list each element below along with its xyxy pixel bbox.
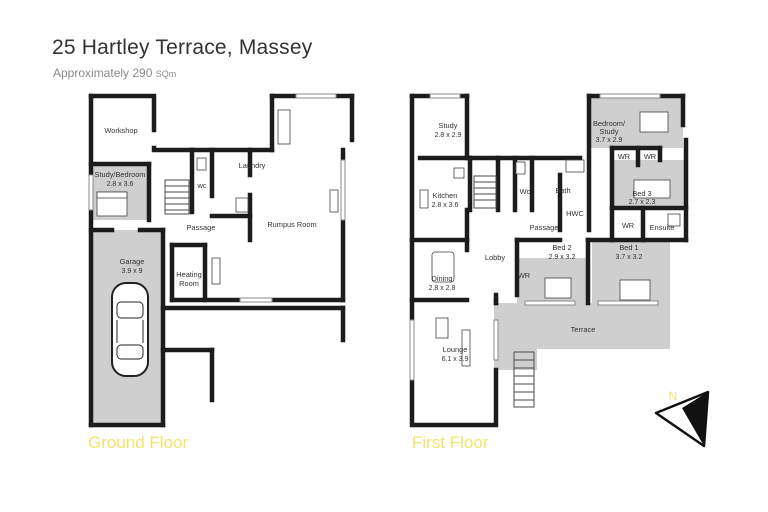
ground-stairs xyxy=(164,179,190,215)
first-room-wr-3: WR xyxy=(622,221,634,230)
first-room-bedroom-study-size: 3.7 x 2.9 xyxy=(596,137,623,144)
first-room-kitchen: Kitchen xyxy=(433,191,458,200)
first-room-bed1-size: 3.7 x 3.2 xyxy=(616,254,643,261)
first-room-bed3: Bed 3 xyxy=(632,189,651,198)
rumpus-side-window xyxy=(340,159,346,221)
terrace-floor xyxy=(494,303,670,370)
first-room-bed3-size: 2.7 x 2.3 xyxy=(629,199,656,206)
bed2-window xyxy=(524,300,576,306)
car-icon xyxy=(111,282,149,377)
kitchen-bench xyxy=(419,189,429,209)
bed1-bed xyxy=(619,279,651,301)
study-window xyxy=(429,93,461,99)
terrace-stairs xyxy=(513,351,535,408)
ground-room-study-bedroom: Study/Bedroom xyxy=(95,170,146,179)
ground-room-workshop: Workshop xyxy=(104,126,137,135)
first-room-terrace: Terrace xyxy=(571,325,596,334)
first-room-lobby: Lobby xyxy=(485,253,505,262)
ground-room-garage: Garage xyxy=(120,257,145,266)
ground-room-heating-room: Room xyxy=(179,279,199,288)
ground-room-wc: wc xyxy=(196,181,206,190)
study-window xyxy=(88,174,94,211)
floor-area-unit: SQm xyxy=(155,69,177,79)
first-room-wr-4: WR xyxy=(518,271,530,280)
rumpus-sofa xyxy=(277,109,291,145)
first-toilet xyxy=(515,161,526,175)
bedroom-study-bed xyxy=(639,111,669,133)
first-room-lounge: Lounge xyxy=(443,345,468,354)
ground-floor-plan: Workshop Study/Bedroom 2.8 x 3.6 wc Laun… xyxy=(88,93,355,428)
floor-area: Approximately 290 SQm xyxy=(53,66,176,80)
first-west-wall xyxy=(409,93,499,428)
stair-wall xyxy=(151,145,195,153)
first-room-wr-2: WR xyxy=(644,152,656,161)
kitchen-sink xyxy=(453,167,465,179)
study-bed-pillow xyxy=(96,191,128,199)
first-room-wr-1: WR xyxy=(618,152,630,161)
first-room-wc: Wc xyxy=(520,187,531,196)
bed2-bed xyxy=(544,277,572,299)
first-room-study-size: 2.8 x 2.9 xyxy=(435,132,462,139)
first-room-lounge-size: 6.1 x 3.9 xyxy=(442,356,469,363)
north-arrow-icon: N xyxy=(654,389,710,448)
floor-area-value: Approximately 290 xyxy=(53,66,156,80)
first-room-dining: Dining xyxy=(432,274,453,283)
first-room-ensuite: Ensuite xyxy=(650,223,675,232)
lounge-west-window xyxy=(409,319,415,381)
first-floor-label: First Floor xyxy=(412,433,489,452)
ground-room-garage-size: 3.9 x 9 xyxy=(121,268,142,275)
first-room-bed2-size: 2.9 x 3.2 xyxy=(549,254,576,261)
first-floor-plan: Study 2.8 x 2.9 Kitchen 2.8 x 3.6 Wc Bat… xyxy=(409,93,689,428)
first-room-passage: Passage xyxy=(530,223,559,232)
rumpus-door-glass xyxy=(239,297,273,303)
workshop-wall xyxy=(88,93,157,133)
ground-room-heating: Heating xyxy=(176,270,201,279)
lounge-east-window xyxy=(493,319,499,361)
ground-room-laundry: Laundry xyxy=(239,161,266,170)
first-room-bedroom-study-a: Bedroom/ xyxy=(593,119,626,128)
first-room-bed1: Bed 1 xyxy=(619,243,638,252)
ground-floor-label: Ground Floor xyxy=(88,433,189,452)
compass-label: N xyxy=(669,389,678,403)
first-room-bed2: Bed 2 xyxy=(552,243,571,252)
property-address: 25 Hartley Terrace, Massey xyxy=(52,36,313,59)
first-room-study: Study xyxy=(439,121,458,130)
lounge-sofa xyxy=(461,329,471,367)
lounge-armchair xyxy=(435,317,449,339)
ground-room-study-bedroom-size: 2.8 x 3.6 xyxy=(107,181,134,188)
laundry-tub xyxy=(235,197,249,213)
first-room-bedroom-study-b: Study xyxy=(600,127,619,136)
bedroom-study-window xyxy=(599,93,661,99)
first-room-kitchen-size: 2.8 x 3.6 xyxy=(432,202,459,209)
rumpus-window xyxy=(295,93,337,99)
dining-table xyxy=(431,251,455,283)
first-room-dining-size: 2.8 x 2.8 xyxy=(429,285,456,292)
ground-room-rumpus: Rumpus Room xyxy=(267,220,316,229)
bathtub xyxy=(565,159,585,173)
bed1-window xyxy=(597,300,659,306)
first-room-bath: Bath xyxy=(555,186,570,195)
ground-room-passage: Passage xyxy=(187,223,216,232)
ensuite-shower xyxy=(667,213,681,227)
first-stairs xyxy=(473,175,497,209)
heating-unit xyxy=(211,257,221,285)
bed3-bed xyxy=(633,179,671,199)
first-room-hwc: HWC xyxy=(566,209,584,218)
toilet xyxy=(196,157,207,171)
rumpus-side-table xyxy=(329,189,339,213)
